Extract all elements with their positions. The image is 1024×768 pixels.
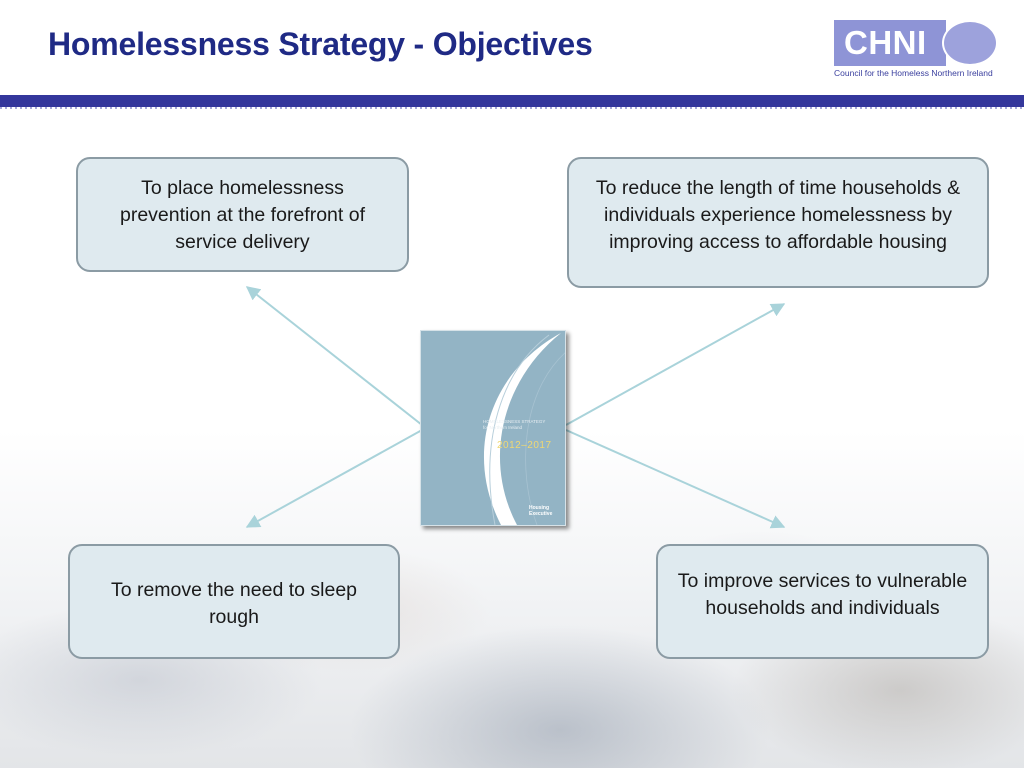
cover-swoosh-graphic	[483, 333, 565, 525]
objective-box-prevention: To place homelessness prevention at the …	[76, 157, 409, 272]
cover-years: 2012–2017	[497, 440, 552, 451]
objective-text: To place homelessness prevention at the …	[120, 177, 365, 253]
logo-circle-icon	[942, 20, 998, 66]
arrow-bottom-right	[565, 429, 786, 529]
cover-title-line1: HOMELESSNESS STRATEGY	[483, 419, 546, 424]
chni-logo: CHNI Council for the Homeless Northern I…	[834, 20, 1000, 82]
objective-box-rough-sleeping: To remove the need to sleep rough	[68, 544, 400, 659]
cover-brand: Housing Executive	[529, 505, 552, 517]
cover-title: HOMELESSNESS STRATEGY for Northern Irela…	[483, 419, 563, 431]
objective-text: To improve services to vulnerable househ…	[677, 570, 968, 619]
arrow-top-left	[245, 286, 423, 426]
header-divider	[0, 95, 1024, 107]
logo-text: CHNI	[844, 24, 927, 61]
objective-text: To remove the need to sleep rough	[110, 579, 358, 628]
arrow-bottom-left	[245, 429, 423, 528]
cover-brand-line2: Executive	[529, 511, 553, 517]
header-divider-dots	[0, 107, 1024, 109]
objective-box-affordable-housing: To reduce the length of time households …	[567, 157, 989, 288]
objective-box-services: To improve services to vulnerable househ…	[656, 544, 989, 659]
page-title: Homelessness Strategy - Objectives	[48, 26, 593, 62]
logo-tagline: Council for the Homeless Northern Irelan…	[834, 68, 993, 78]
strategy-document-cover: HOMELESSNESS STRATEGY for Northern Irela…	[420, 330, 566, 526]
cover-title-line2: for Northern Ireland	[483, 425, 523, 430]
arrow-top-right	[565, 303, 786, 426]
objective-text: To reduce the length of time households …	[595, 177, 961, 253]
cover-brand-line1: Housing	[529, 505, 549, 511]
logo-box: CHNI	[834, 20, 946, 66]
